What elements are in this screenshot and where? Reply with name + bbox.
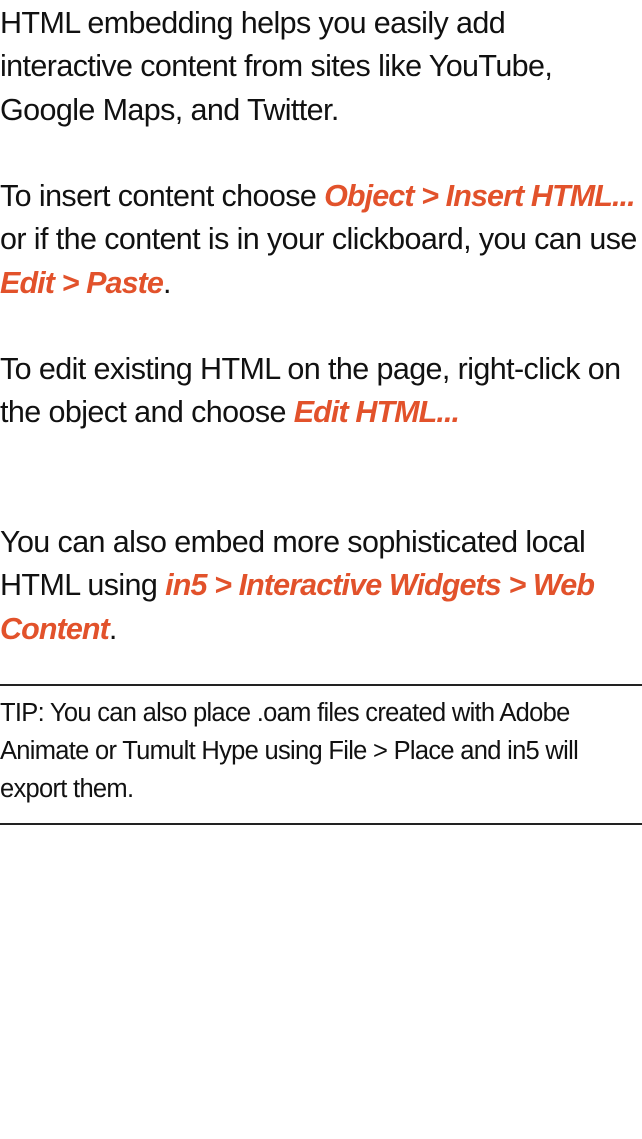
menu-path-object-insert-html: Object > Insert HTML... (324, 179, 636, 213)
embed-text-after: . (108, 611, 117, 646)
edit-paragraph: To edit existing HTML on the page, right… (0, 348, 642, 435)
insert-text-middle: or if the content is in your clickboard,… (0, 222, 637, 257)
insert-paragraph: To insert content choose Object > Insert… (0, 175, 642, 305)
tip-text: TIP: You can also place .oam files creat… (0, 699, 579, 804)
menu-path-edit-paste: Edit > Paste (0, 265, 164, 300)
tip-bottom-divider (0, 823, 642, 825)
menu-path-edit-html: Edit HTML... (293, 395, 460, 430)
intro-paragraph: HTML embedding helps you easily add inte… (0, 2, 642, 132)
insert-text-before: To insert content choose (0, 179, 325, 213)
menu-path-web-content: in5 > Interactive Widgets > Web Content (0, 568, 595, 646)
insert-text-after: . (162, 265, 171, 300)
embed-text-before: You can also embed more sophisticated lo… (0, 525, 586, 603)
tip-top-divider (0, 684, 642, 686)
embed-paragraph: You can also embed more sophisticated lo… (0, 521, 642, 651)
edit-text-before: To edit existing HTML on the page, right… (0, 352, 621, 430)
intro-text: HTML embedding helps you easily add inte… (0, 6, 553, 127)
tip-box: TIP: You can also place .oam files creat… (0, 694, 642, 809)
